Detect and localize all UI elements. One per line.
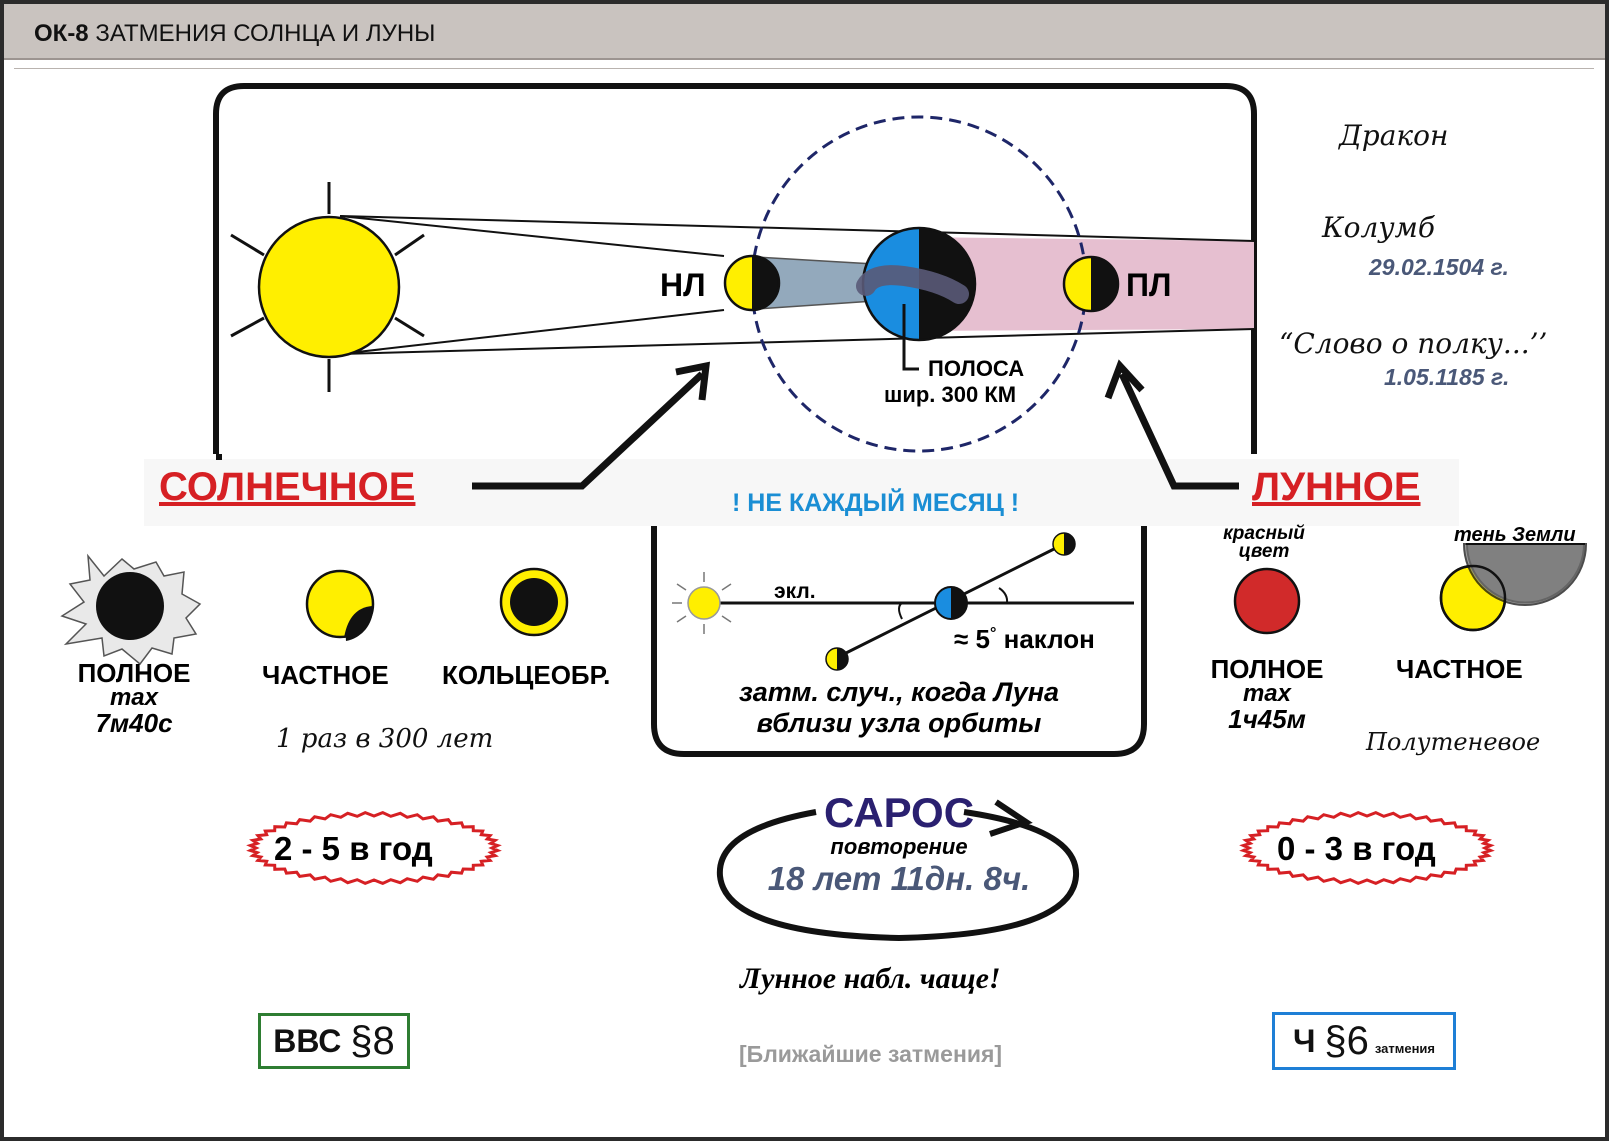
tilt-word: наклон (1003, 624, 1095, 654)
small-moon-icon (825, 647, 849, 671)
earth-shadow-label: тень Земли (1454, 524, 1576, 546)
ray-line (339, 215, 725, 257)
page-title: ОК-8 ЗАТМЕНИЯ СОЛНЦА И ЛУНЫ (34, 22, 435, 46)
full-moon-icon (1062, 255, 1120, 313)
band-label: ПОЛОСА (928, 356, 1025, 381)
banner-band (144, 459, 1459, 526)
lunar-total-label: ПОЛНОЕ max 1ч45м (1187, 656, 1347, 732)
solar-frequency-ellipse (246, 810, 502, 886)
small-earth-icon (934, 586, 968, 620)
title-bar (4, 4, 1605, 60)
band-pointer (902, 304, 919, 371)
red-color-label: красный цвет (1204, 523, 1324, 563)
title-divider (14, 68, 1594, 69)
ch-section: §6 (1324, 1018, 1369, 1063)
tilt-value: 5 (975, 624, 990, 654)
lunar-total-duration: 1ч45м (1228, 704, 1306, 734)
solar-total-duration: 7м40с (95, 708, 173, 738)
degree-sign: ° (989, 625, 997, 642)
inclination-label: ≈ 5° наклон (954, 624, 1095, 654)
vvs-section: §8 (350, 1018, 395, 1063)
saros-block: САРОС повторение 18 лет 11дн. 8ч. (724, 789, 1074, 897)
columbus-note: Колумб (1322, 211, 1435, 244)
inclination-diagram (672, 532, 1134, 671)
once-in-300-years: 1 раз в 300 лет (276, 724, 494, 754)
eclipse-condition: затм. случ., когда Луна вблизи узла орби… (659, 677, 1139, 739)
partial-solar-icon (305, 569, 375, 641)
solar-total-max: max (109, 684, 159, 711)
new-moon-label: НЛ (660, 267, 706, 303)
ecliptic-label: экл. (774, 580, 816, 603)
solar-total-word: ПОЛНОЕ (77, 658, 191, 688)
full-moon-label: ПЛ (1126, 267, 1172, 303)
arrow-icon (989, 799, 1033, 837)
condition-line-2: вблизи узла орбиты (756, 708, 1042, 739)
lunar-more-frequent: Лунное набл. чаще! (740, 962, 1001, 995)
eclipse-diagram (60, 83, 1588, 942)
solar-partial-label: ЧАСТНОЕ (262, 660, 389, 690)
penumbral-label: Полутеневое (1366, 728, 1541, 756)
nearest-eclipses-link[interactable]: [Ближайшие затмения] (739, 1041, 1003, 1067)
ch-small-label: затмения (1374, 1040, 1436, 1056)
lunar-total-max: max (1242, 680, 1292, 707)
lunar-heading: ЛУННОЕ (1252, 465, 1421, 509)
slovo-note: “Слово о полку...’’ (1279, 327, 1548, 360)
vvs-reference-button[interactable]: ВВС §8 (258, 1013, 410, 1069)
ray-line (339, 215, 1255, 242)
solar-frequency: 2 - 5 в год (274, 830, 433, 867)
red-color-line-1: красный (1223, 523, 1305, 544)
ray-line (339, 328, 1255, 355)
red-moon-icon (1233, 567, 1301, 635)
small-moon-icon (1052, 532, 1076, 556)
dragon-note: Дракон (1339, 119, 1449, 152)
solar-total-label: ПОЛНОЕ max 7м40с (54, 660, 214, 736)
columbus-date: 29.02.1504 г. (1369, 254, 1509, 280)
corona-icon (60, 553, 202, 666)
arrow-icon (472, 359, 1239, 490)
orbit-frame (651, 519, 1147, 757)
ray-line (339, 309, 725, 355)
upper-frame (213, 83, 1257, 454)
page-title-text: ЗАТМЕНИЯ СОЛНЦА И ЛУНЫ (95, 20, 436, 47)
approx-sign: ≈ (954, 624, 969, 654)
saros-loop (716, 799, 1080, 942)
new-moon-icon (723, 254, 781, 312)
small-sun-icon (672, 572, 732, 634)
sun-icon (230, 182, 425, 392)
partial-lunar-icon (1439, 543, 1588, 632)
lunar-frequency-ellipse (1239, 810, 1495, 886)
solar-annular-label: КОЛЬЦЕОБР. (442, 660, 611, 690)
solar-heading: СОЛНЕЧНОЕ (159, 465, 416, 509)
saros-title: САРОС (823, 789, 975, 836)
ch-reference-button[interactable]: Ч §6 затмения (1272, 1012, 1456, 1070)
lunar-partial-label: ЧАСТНОЕ (1396, 654, 1523, 684)
red-color-line-2: цвет (1238, 541, 1290, 563)
page-code: ОК-8 (34, 20, 89, 47)
saros-subtitle: повторение (830, 834, 968, 859)
not-every-month: ! НЕ КАЖДЫЙ МЕСЯЦ ! (732, 489, 1020, 517)
lunar-frequency: 0 - 3 в год (1277, 830, 1436, 867)
ch-label: Ч (1292, 1022, 1316, 1059)
condition-line-1: затм. случ., когда Луна (738, 677, 1060, 707)
vvs-label: ВВС (273, 1022, 342, 1059)
slovo-date: 1.05.1185 г. (1384, 364, 1510, 390)
band-width-label: шир. 300 КМ (884, 382, 1017, 407)
annular-solar-icon (499, 567, 569, 637)
saros-period: 18 лет 11дн. 8ч. (767, 860, 1031, 897)
lunar-total-word: ПОЛНОЕ (1210, 654, 1324, 684)
earth-icon (856, 226, 977, 371)
